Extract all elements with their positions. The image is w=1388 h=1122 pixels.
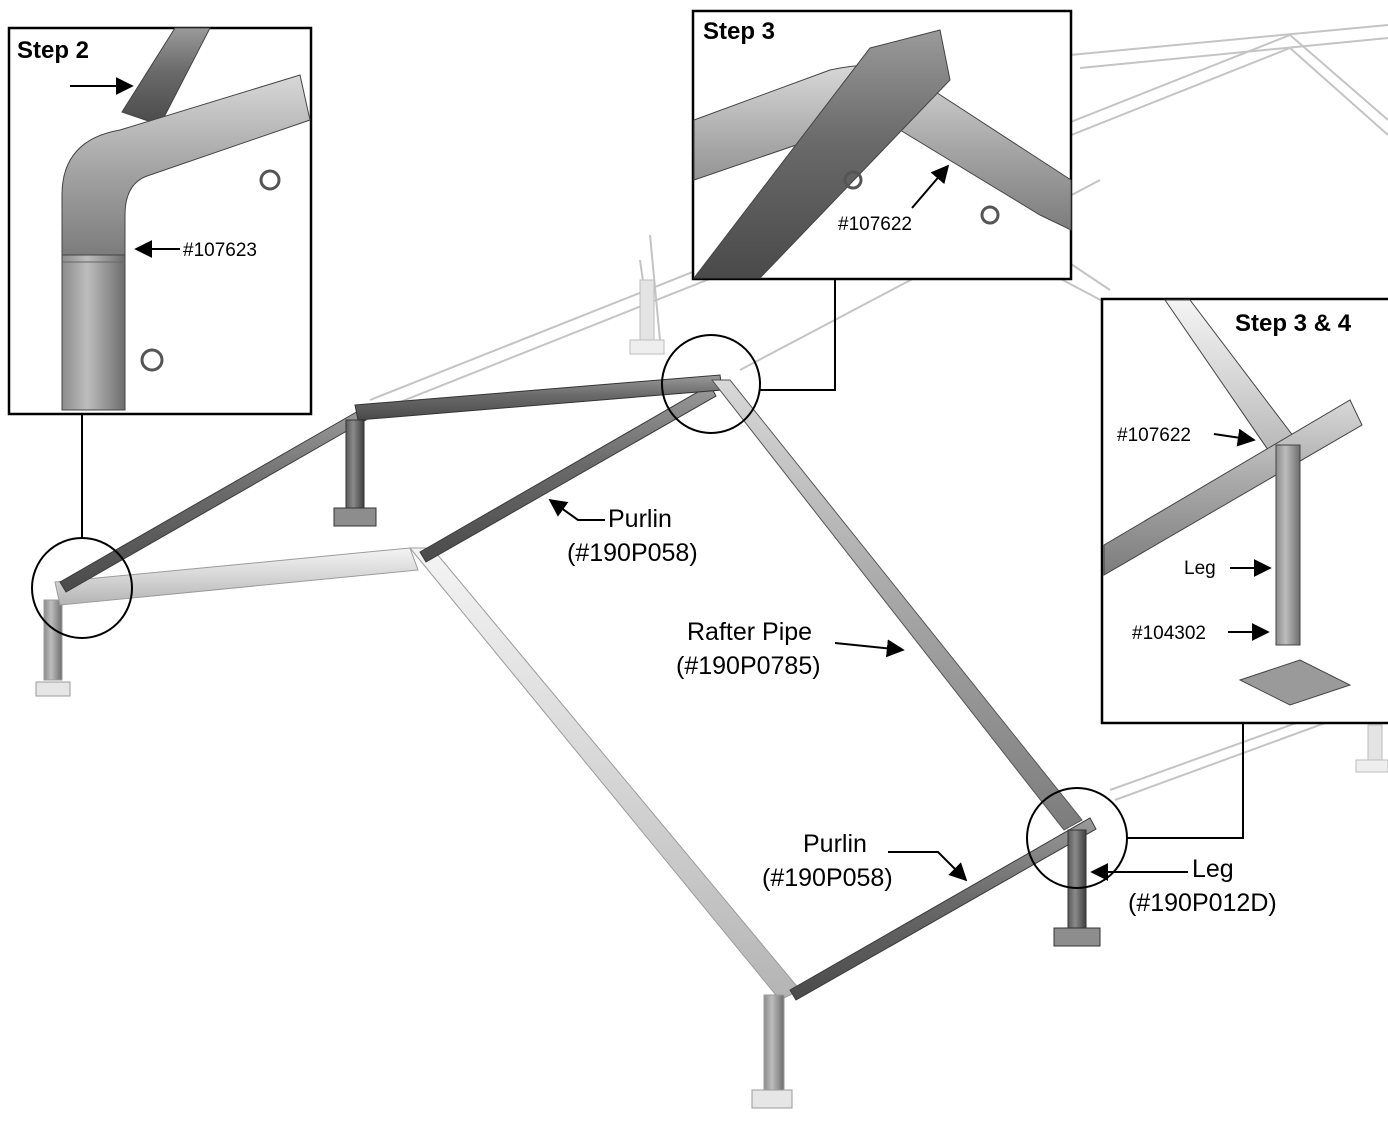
callout-purlin-top: Purlin (#190P058) — [548, 498, 698, 567]
inset-step-2: Step 2 #107623 — [7, 26, 313, 416]
purlin-bottom-part: (#190P058) — [762, 864, 893, 892]
purlin-bottom-label: Purlin — [803, 830, 867, 858]
step-3-title: Step 3 — [703, 18, 775, 45]
purlin-pipes — [59, 384, 1097, 1001]
inset-step-3: Step 3 #107622 — [691, 9, 1073, 281]
rafter-pipe-label: Rafter Pipe — [687, 618, 812, 646]
inset-connectors — [81, 280, 1244, 839]
callout-purlin-bottom: Purlin (#190P058) — [762, 830, 968, 892]
part-107623-label: #107623 — [183, 240, 257, 261]
purlin-top-part: (#190P058) — [567, 539, 698, 567]
part-104302-label: #104302 — [1132, 623, 1206, 644]
rafter-pipe — [710, 379, 1083, 831]
front-right-leg — [1053, 829, 1101, 947]
part-107622-label: #107622 — [838, 214, 912, 235]
part-107622-leg-label: #107622 — [1117, 425, 1191, 446]
leg-part: (#190P012D) — [1128, 889, 1277, 917]
purlin-top-label: Purlin — [608, 505, 672, 533]
callout-leg: Leg (#190P012D) — [1090, 855, 1277, 917]
far-rafter — [333, 374, 723, 527]
ghost-legs — [629, 279, 1388, 773]
inset-step-3-4: Step 3 & 4 #107622 Leg #104302 — [1100, 297, 1388, 725]
step-2-title: Step 2 — [17, 37, 89, 64]
leg-label: Leg — [1192, 855, 1234, 883]
callout-rafter: Rafter Pipe (#190P0785) — [676, 618, 905, 680]
rafter-pipe-part: (#190P0785) — [676, 652, 821, 680]
step-3-4-title: Step 3 & 4 — [1235, 310, 1352, 337]
leg-inset-label: Leg — [1184, 558, 1216, 579]
joint-highlights — [31, 334, 1128, 889]
light-frame — [35, 547, 801, 1109]
